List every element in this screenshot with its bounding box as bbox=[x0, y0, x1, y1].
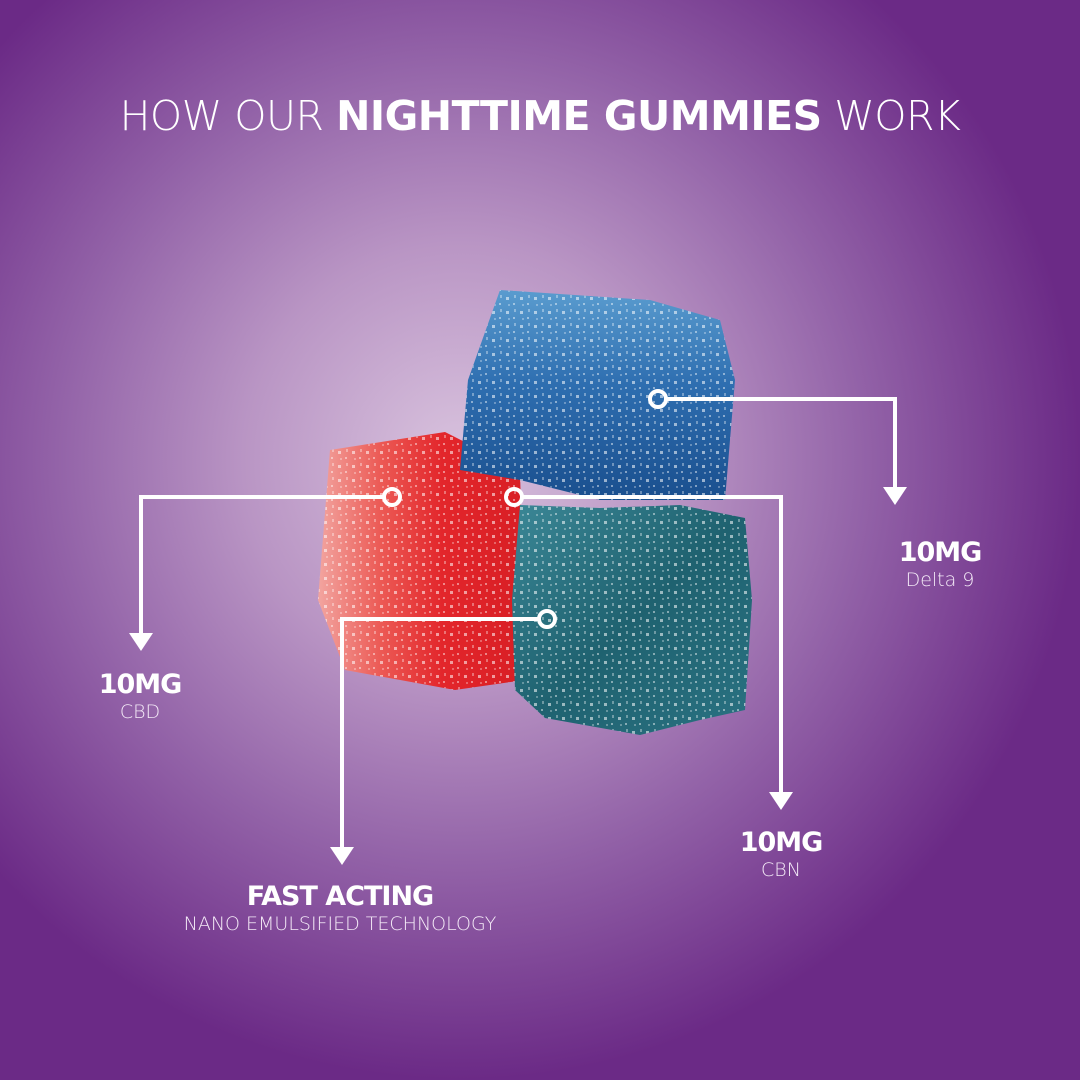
callout-description: CBN bbox=[761, 859, 801, 881]
arrow-down-icon bbox=[769, 792, 793, 810]
connector-cbd bbox=[139, 495, 384, 635]
headline-emphasis: NIGHTTIME GUMMIES bbox=[336, 92, 822, 140]
connector-dots bbox=[382, 389, 668, 629]
dot-cbn bbox=[504, 487, 524, 507]
callout-description: CBD bbox=[119, 701, 161, 723]
headline-suffix: WORK bbox=[821, 92, 961, 140]
callout-description: NANO EMULSIFIED TECHNOLOGY bbox=[183, 913, 497, 935]
dot-fast-acting bbox=[537, 609, 557, 629]
callout-amount: 10MG bbox=[98, 669, 183, 700]
arrowheads bbox=[129, 487, 907, 865]
connector-delta9 bbox=[666, 397, 897, 490]
callout-amount: 10MG bbox=[739, 827, 824, 858]
teal-gummy bbox=[512, 505, 752, 735]
connector-cbn bbox=[522, 495, 783, 795]
callout-cbn: 10MG CBN bbox=[711, 828, 851, 882]
callout-delta9: 10MG Delta 9 bbox=[870, 538, 1010, 592]
callout-fast-acting: FAST ACTING NANO EMULSIFIED TECHNOLOGY bbox=[130, 882, 550, 936]
arrow-down-icon bbox=[883, 487, 907, 505]
callout-cbd: 10MG CBD bbox=[70, 670, 210, 724]
blue-gummy bbox=[460, 290, 735, 500]
arrow-down-icon bbox=[129, 633, 153, 651]
arrow-down-icon bbox=[330, 847, 354, 865]
headline-prefix: HOW OUR bbox=[119, 92, 337, 140]
dot-cbd bbox=[382, 487, 402, 507]
page-headline: HOW OUR NIGHTTIME GUMMIES WORK bbox=[0, 92, 1080, 140]
dot-delta9 bbox=[648, 389, 668, 409]
callout-amount: FAST ACTING bbox=[246, 881, 434, 912]
callout-amount: 10MG bbox=[898, 537, 983, 568]
connector-fast-acting bbox=[340, 617, 539, 850]
connector-lines bbox=[139, 397, 897, 850]
callout-description: Delta 9 bbox=[905, 569, 975, 591]
